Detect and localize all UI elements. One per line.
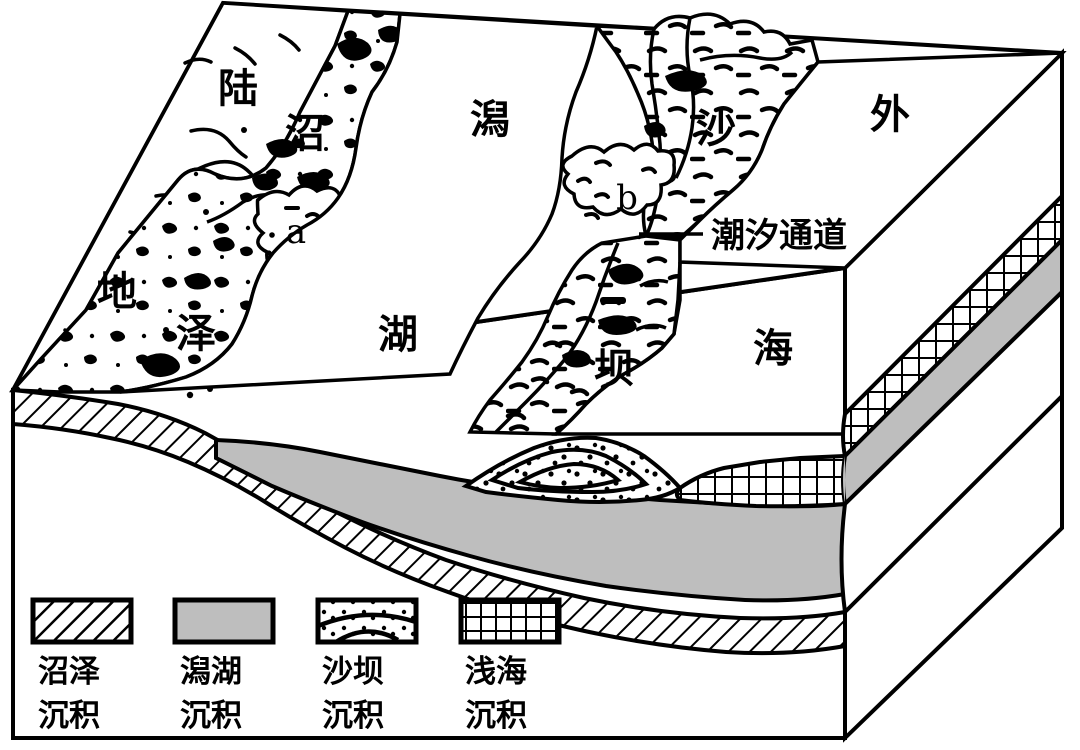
label-sea-2: 海 bbox=[753, 326, 793, 372]
sandbar-south-dashes bbox=[505, 340, 590, 421]
front-cross-section bbox=[11, 387, 847, 656]
lagoon-polygon bbox=[119, 12, 600, 394]
label-land-2: 地 bbox=[97, 269, 137, 315]
legend-item-swamp: 沼泽 沉积 bbox=[30, 597, 134, 734]
legend-swatch-sandbar bbox=[315, 597, 419, 645]
legend: 沼泽 沉积 潟湖 沉积 沙坝 沉积 浅海 沉积 bbox=[30, 597, 562, 734]
sandbar-ridge-line bbox=[674, 17, 696, 179]
surface-labels: 陆 地 沼 泽 潟 湖 沙 坝 外 海 bbox=[97, 66, 910, 392]
legend-swatch-lagoon bbox=[172, 597, 276, 645]
legend-item-lagoon: 潟湖 沉积 bbox=[172, 597, 276, 734]
legend-swatch-shallow-sea bbox=[458, 597, 562, 645]
surface-environment-map bbox=[9, 1, 1067, 436]
lagoon-zone bbox=[119, 12, 600, 394]
open-sea-zone bbox=[678, 51, 1067, 270]
legend-item-sandbar: 沙坝 沉积 bbox=[315, 597, 419, 734]
label-lagoon-2: 湖 bbox=[378, 312, 418, 358]
label-sand-2: 坝 bbox=[594, 346, 634, 392]
legend-label-swamp-line2: 沉积 bbox=[38, 698, 100, 734]
label-land-1: 陆 bbox=[218, 66, 258, 112]
inlet-b-dashes bbox=[576, 159, 657, 220]
legend-label-sandbar-line2: 沉积 bbox=[322, 698, 384, 734]
legend-label-shallow-sea-line2: 沉积 bbox=[465, 698, 527, 734]
side-lagoon-joiner bbox=[843, 456, 845, 612]
label-swamp-2: 泽 bbox=[176, 311, 216, 357]
label-lagoon-1: 潟 bbox=[470, 97, 510, 143]
tidal-channel-label: 潮汐通道 bbox=[711, 216, 847, 256]
legend-label-sandbar-line1: 沙坝 bbox=[322, 654, 384, 690]
sandbar-south bbox=[467, 234, 682, 436]
legend-item-shallow-sea: 浅海 沉积 bbox=[458, 597, 562, 734]
open-sea-polygon bbox=[678, 51, 1067, 270]
side-lower-face bbox=[839, 287, 1064, 617]
legend-label-lagoon-line1: 潟湖 bbox=[180, 654, 242, 690]
inlet-b-patch bbox=[561, 142, 676, 220]
shallow-sea-deposit-layer bbox=[675, 453, 847, 509]
legend-label-swamp-line1: 沼泽 bbox=[38, 654, 100, 690]
legend-swatch-swamp bbox=[30, 597, 134, 645]
sandbar-swale-line bbox=[699, 50, 794, 62]
label-sea-1: 外 bbox=[870, 92, 910, 138]
sandbar-crest-line bbox=[644, 28, 663, 237]
sea-floor-shoreline bbox=[551, 262, 845, 436]
point-markers: a b bbox=[286, 178, 638, 252]
label-swamp-1: 沼 bbox=[285, 111, 325, 157]
sandbar-south-blobs bbox=[562, 263, 644, 368]
side-shallow-sea-layer bbox=[841, 191, 1064, 461]
legend-label-lagoon-line2: 沉积 bbox=[180, 698, 242, 734]
label-sand-1: 沙 bbox=[696, 106, 736, 152]
marker-a-label: a bbox=[286, 212, 306, 252]
inlet-b-polygon bbox=[561, 142, 676, 217]
sandbar-south-swale-1 bbox=[639, 278, 669, 288]
marker-b-label: b bbox=[616, 178, 638, 218]
sandbar-deposit-core bbox=[514, 461, 622, 491]
right-side-cross-section bbox=[839, 191, 1064, 617]
tidal-channel-annotation: 潮汐通道 bbox=[639, 216, 847, 256]
legend-label-shallow-sea-line1: 浅海 bbox=[465, 654, 527, 690]
sandbar-south-swale-2 bbox=[635, 323, 667, 332]
swamp-blobs bbox=[140, 25, 403, 399]
